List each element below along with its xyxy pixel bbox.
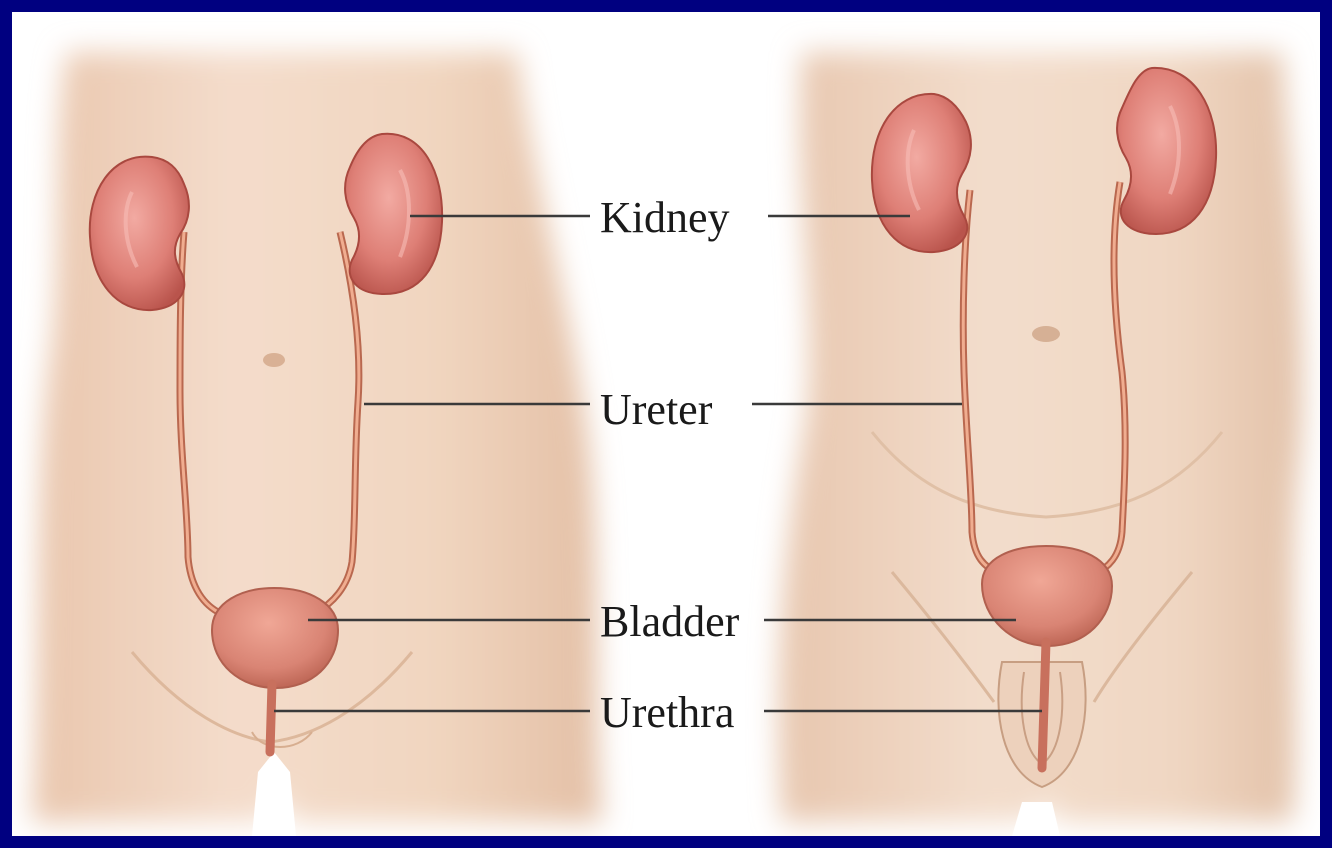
label-urethra: Urethra: [600, 691, 734, 735]
male-kidney-right: [1117, 68, 1216, 234]
female-kidney-right: [345, 134, 442, 294]
male-navel: [1032, 326, 1060, 342]
label-ureter: Ureter: [600, 388, 712, 432]
female-bladder: [212, 588, 338, 688]
diagram-panel: Kidney Ureter Bladder Urethra: [12, 12, 1320, 836]
label-bladder: Bladder: [600, 600, 739, 644]
male-kidney-left: [872, 94, 971, 252]
female-kidney-left: [90, 157, 189, 311]
female-navel: [263, 353, 285, 367]
label-kidney: Kidney: [600, 196, 730, 240]
female-urethra: [270, 684, 272, 752]
male-urethra: [1042, 642, 1046, 768]
